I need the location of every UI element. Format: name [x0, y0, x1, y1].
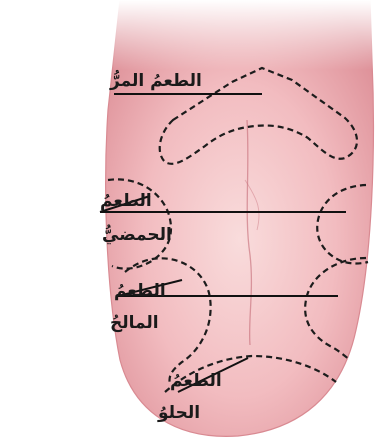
sweet-label-line2: الحلوُ — [157, 403, 200, 423]
sour-label-line1: الطعمُ — [100, 191, 152, 211]
bitter-label: الطعمُ المرُّ — [109, 70, 202, 91]
salty-label-line2: المالحُ — [110, 313, 159, 333]
sour-label-line2: الحمضيُّ — [102, 224, 172, 245]
sweet-label-line1: الطعمُ — [170, 371, 222, 391]
tongue-top-fade — [100, 0, 386, 70]
salty-label-line1: الطعمُ — [114, 281, 166, 301]
